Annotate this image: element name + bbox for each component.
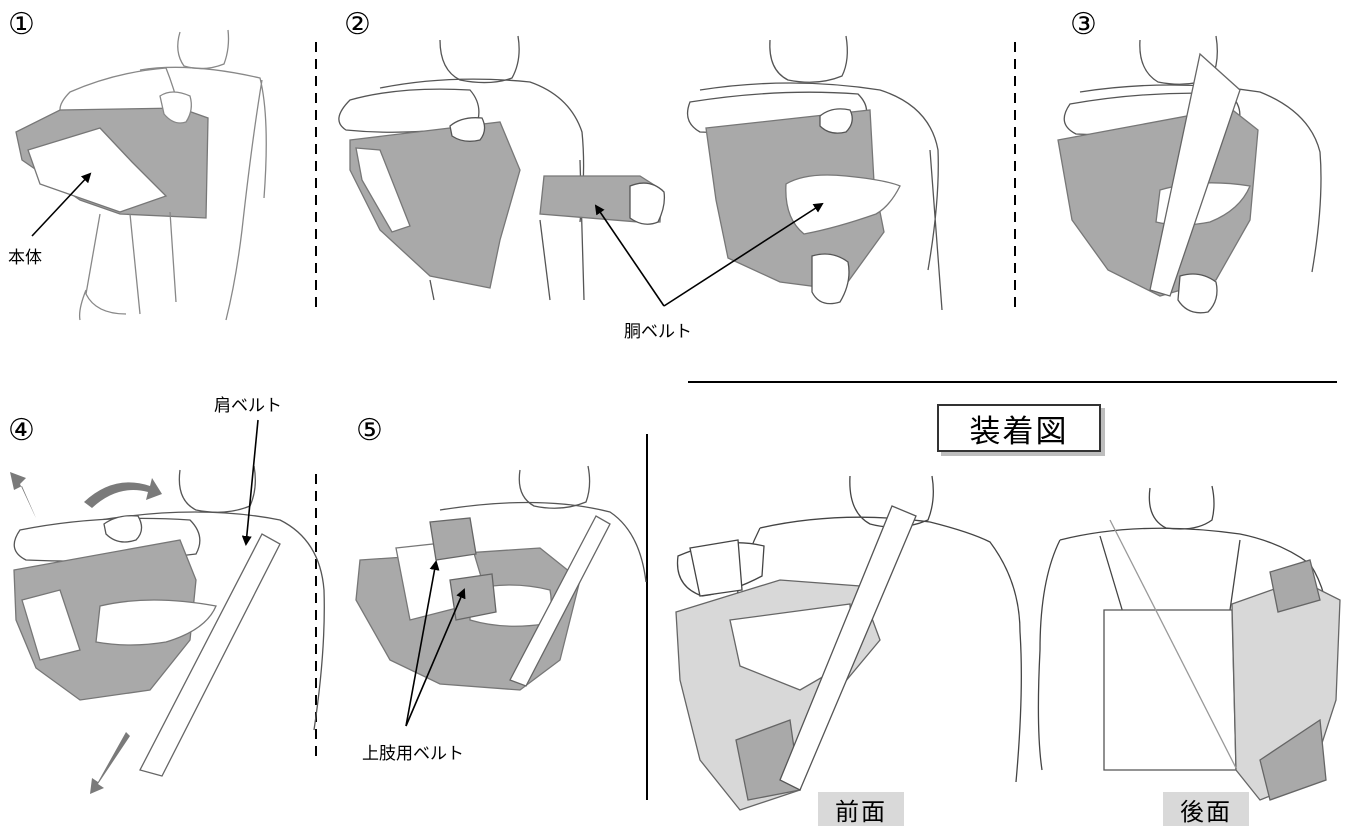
label-waist-belt: 胴ベルト bbox=[624, 322, 692, 342]
step-number-2: ② bbox=[344, 7, 371, 42]
label-upper-limb-belt: 上肢用ベルト bbox=[362, 744, 464, 764]
leader-body bbox=[31, 172, 92, 237]
leader-upper-limb-belt-b bbox=[405, 588, 466, 727]
movement-arrows-step-4 bbox=[10, 472, 162, 794]
figure-step-4 bbox=[13, 465, 325, 777]
figure-worn-front bbox=[675, 475, 1022, 811]
worn-view-title: 装着図 bbox=[937, 404, 1101, 452]
step-number-4: ④ bbox=[8, 413, 35, 448]
label-body: 本体 bbox=[8, 248, 42, 268]
figure-step-3 bbox=[1057, 35, 1322, 314]
leader-arrows bbox=[31, 172, 824, 727]
leader-waist-belt-a bbox=[594, 204, 665, 307]
leader-shoulder-belt bbox=[241, 419, 259, 546]
step-number-1: ① bbox=[8, 7, 35, 42]
figure-step-1 bbox=[15, 29, 267, 321]
step-number-5: ⑤ bbox=[356, 413, 383, 448]
step-number-3: ③ bbox=[1070, 7, 1097, 42]
label-front-view: 前面 bbox=[818, 792, 904, 826]
leader-waist-belt-b bbox=[663, 202, 824, 307]
figure-step-5 bbox=[355, 465, 647, 691]
label-shoulder-belt: 肩ベルト bbox=[214, 396, 282, 416]
figure-step-2b bbox=[686, 35, 943, 311]
label-back-view: 後面 bbox=[1163, 792, 1249, 826]
figure-worn-back bbox=[1037, 485, 1341, 801]
figure-step-2a bbox=[338, 35, 666, 301]
leader-upper-limb-belt-a bbox=[405, 560, 440, 727]
